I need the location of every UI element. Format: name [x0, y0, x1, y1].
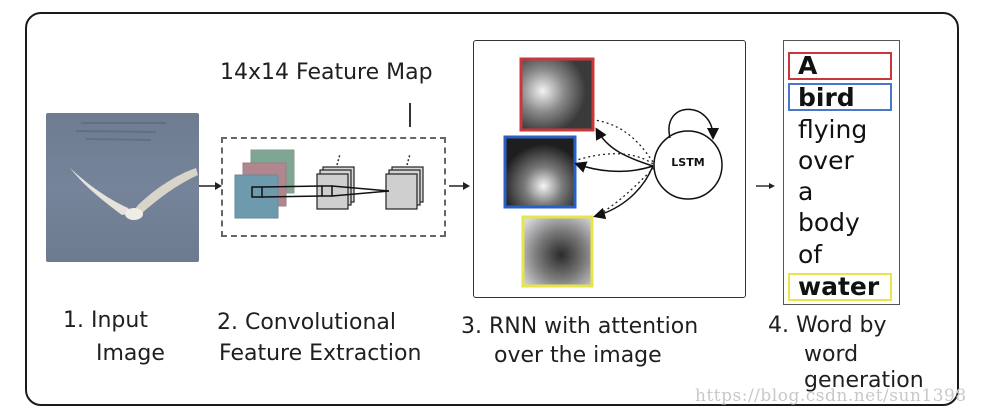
- lstm-label: LSTM: [671, 156, 705, 169]
- attention-map-red: [519, 57, 595, 132]
- diagram-frame: [25, 12, 959, 406]
- step-4-label-line1: 4. Word by: [768, 313, 887, 338]
- step-4-label-line2: word: [804, 342, 859, 367]
- cnn-layers-illustration: [234, 149, 424, 219]
- bird-icon: [70, 168, 198, 220]
- arrow-input-to-cnn: [199, 182, 222, 190]
- attention-map-yellow: [521, 215, 594, 288]
- rnn-attention-illustration: [503, 57, 723, 288]
- caption-word: body: [798, 208, 860, 237]
- feature-map-label: 14x14 Feature Map: [220, 60, 433, 85]
- caption-word: bird: [798, 83, 855, 112]
- step-4-label-line3: generation: [804, 368, 924, 393]
- highlight-blue: [788, 83, 892, 111]
- caption-word: a: [798, 177, 814, 206]
- conv-layer-1: [316, 153, 355, 210]
- step-3-label-line2: over the image: [494, 343, 662, 368]
- lstm-recurrent-loop: [668, 108, 719, 140]
- input-image: [46, 113, 199, 262]
- attention-map-blue: [503, 135, 577, 209]
- rnn-attention-box: [473, 40, 746, 298]
- caption-word: over: [798, 146, 854, 175]
- feature-map-pointer-line: [409, 103, 411, 127]
- arrow-rnn-to-words: [756, 183, 775, 189]
- step-3-label-line1: 3. RNN with attention: [461, 314, 699, 339]
- step-2-label-line2: Feature Extraction: [219, 341, 422, 366]
- arrow-cnn-to-rnn: [449, 182, 470, 190]
- cnn-feature-extraction-box: [221, 137, 446, 237]
- generated-caption-box: A bird flying over a body of water: [783, 40, 900, 305]
- step-2-label-line1: 2. Convolutional: [217, 310, 397, 335]
- caption-word: flying: [798, 115, 868, 144]
- caption-word: water: [798, 272, 880, 301]
- caption-word: A: [798, 51, 818, 80]
- step-1-label-line1: 1. Input: [63, 308, 148, 333]
- watermark: https://blog.csdn.net/sun1398: [695, 386, 967, 406]
- highlight-yellow: [788, 273, 892, 301]
- lstm-node: [653, 130, 723, 200]
- caption-word: of: [798, 240, 823, 269]
- highlight-red: [788, 52, 892, 80]
- step-1-label-line2: Image: [96, 341, 165, 366]
- conv-layer-2: [385, 153, 424, 210]
